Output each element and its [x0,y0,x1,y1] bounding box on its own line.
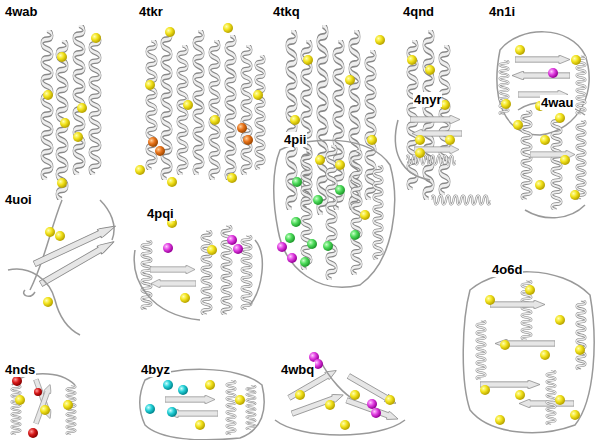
pdb-id-label: 4n1i [488,4,516,19]
pdb-id-label: 4pii [283,132,307,147]
pdb-id-label: 4byz [140,362,171,377]
pdb-id-label: 4uoi [4,192,33,207]
pdb-id-label: 4wab [4,4,39,19]
pdb-id-label: 4qnd [402,4,435,19]
pdb-id-label: 4o6d [491,262,523,277]
pdb-id-label: 4wau [540,95,575,110]
pdb-id-label: 4tkq [272,4,301,19]
pdb-id-label: 4tkr [138,4,164,19]
pdb-id-label: 4nyr [413,92,442,107]
pdb-id-label: 4nds [4,362,36,377]
pdb-id-label: 4wbq [280,362,315,377]
pdb-id-label: 4pqi [146,206,175,221]
